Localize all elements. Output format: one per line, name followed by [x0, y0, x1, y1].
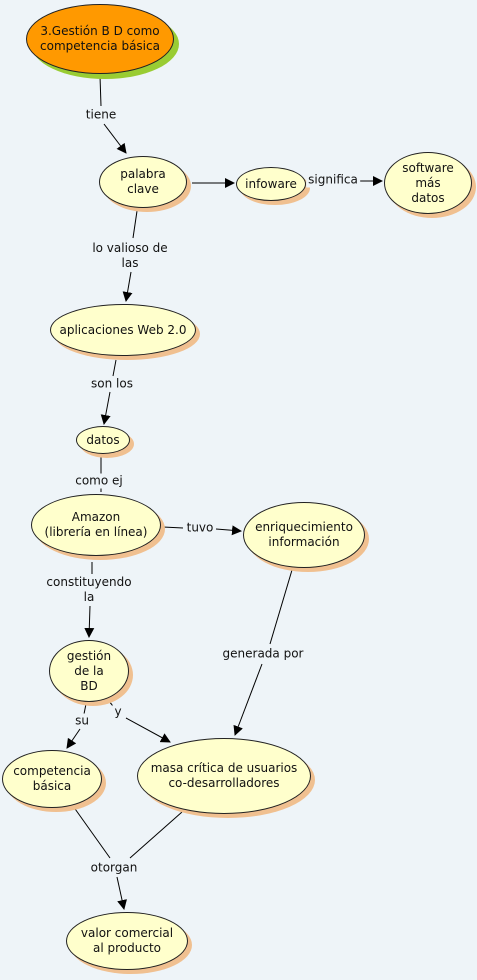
link-label-y: y [112, 704, 124, 720]
node-masa-critica[interactable]: masa crítica de usuarios co-desarrollado… [137, 738, 311, 814]
node-root-gestion-bd[interactable]: 3.Gestión B D como competencia básica [26, 4, 174, 74]
link-label-constituyendo: constituyendo la [44, 575, 134, 605]
edge-arrow [122, 271, 133, 302]
node-enriquecimiento-informacion[interactable]: enriquecimiento información [243, 502, 365, 568]
link-label-su: su [73, 713, 91, 729]
edge-line [129, 811, 183, 859]
edge-line [107, 699, 114, 707]
link-label-son-los: son los [89, 376, 135, 392]
link-label-otorgan: otorgan [88, 860, 140, 876]
node-gestion-bd[interactable]: gestión de la BD [49, 640, 129, 702]
node-infoware[interactable]: infoware [236, 167, 306, 201]
edge-line [162, 526, 184, 529]
edge-line [83, 703, 87, 715]
edge-arrow [233, 663, 263, 736]
link-label-como-ej: como ej [73, 473, 125, 489]
link-label-tiene: tiene [83, 107, 119, 123]
edge-arrow [215, 525, 242, 536]
link-label-tuvo: tuvo [184, 520, 216, 536]
edge-arrow [66, 728, 81, 749]
node-aplicaciones-web20[interactable]: aplicaciones Web 2.0 [50, 304, 196, 356]
edge-line [269, 569, 293, 645]
node-datos[interactable]: datos [76, 426, 130, 454]
edge-arrow [103, 123, 127, 154]
edge-arrow [125, 717, 171, 743]
edge-line [112, 359, 117, 377]
edge-line [72, 805, 111, 859]
edge-line [99, 75, 102, 107]
node-palabra-clave[interactable]: palabra clave [99, 156, 187, 208]
edge-arrow [116, 876, 127, 910]
node-software-mas-datos[interactable]: software más datos [384, 152, 472, 214]
node-competencia-basica[interactable]: competencia básica [2, 750, 102, 808]
link-label-significa: significa [306, 172, 360, 188]
link-label-lo-valioso: lo valioso de las [90, 241, 170, 271]
edge-arrow [100, 391, 111, 425]
node-amazon[interactable]: Amazon (librería en línea) [31, 494, 161, 556]
node-valor-comercial[interactable]: valor comercial al producto [66, 912, 188, 970]
edge-line [132, 210, 138, 239]
edge-arrow [84, 605, 95, 638]
link-label-generada-por: generada por [220, 646, 306, 662]
